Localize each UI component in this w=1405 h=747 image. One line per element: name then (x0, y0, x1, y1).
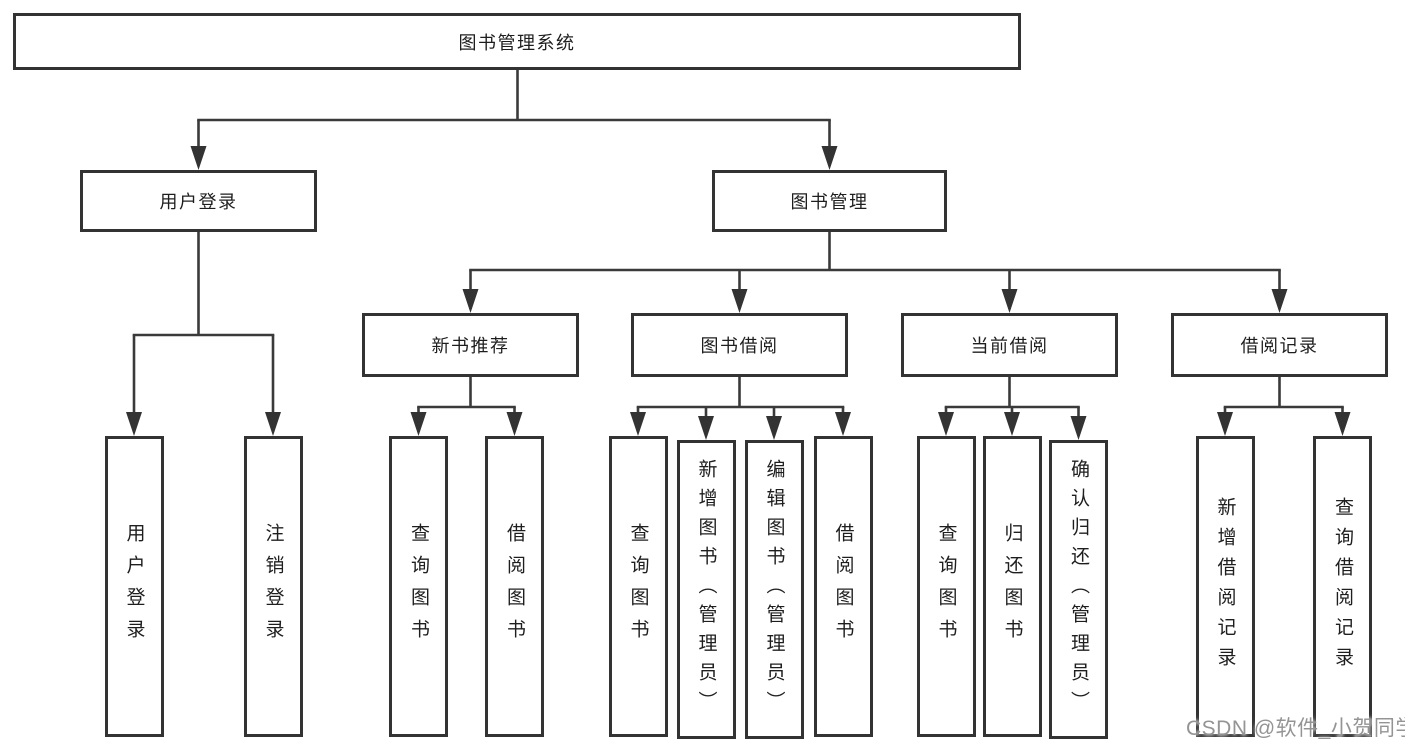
node-label: 用户登录 (159, 192, 238, 212)
node-borrow-books-action: 借阅图书 (813, 436, 873, 737)
node-label: 图书管理 (790, 192, 869, 212)
node-label: 归还图书 (1001, 522, 1023, 651)
node-borrow-books-recommend: 借阅图书 (485, 436, 544, 737)
node-user-login: 用户登录 (80, 170, 317, 232)
node-label: 借阅图书 (832, 522, 854, 651)
node-add-book-admin: 新增图书（管理员） (676, 440, 736, 739)
node-query-books-current: 查询图书 (916, 436, 976, 737)
node-library-management-system: 图书管理系统 (13, 13, 1021, 70)
node-current-borrowing: 当前借阅 (901, 313, 1118, 377)
arrowhead-group (126, 146, 1351, 440)
node-label: 查询图书 (627, 522, 649, 651)
node-label: 新增借阅记录 (1214, 496, 1236, 677)
node-label: 借阅图书 (504, 522, 525, 651)
watermark: CSDN @软件_小贺同学 (1186, 717, 1405, 740)
node-user-login-action: 用户登录 (104, 436, 164, 737)
node-return-books: 归还图书 (982, 436, 1042, 737)
node-label: 查询图书 (408, 522, 429, 651)
node-label: 新增图书（管理员） (695, 459, 717, 720)
node-borrowing-records: 借阅记录 (1171, 313, 1388, 377)
node-label: 查询借阅记录 (1332, 496, 1353, 677)
node-label: 注销登录 (262, 522, 284, 651)
node-query-books-recommend: 查询图书 (389, 436, 448, 737)
node-book-management: 图书管理 (712, 170, 947, 232)
connector-line-group (132, 70, 1344, 436)
node-logout-action: 注销登录 (243, 436, 303, 737)
node-label: 用户登录 (123, 522, 145, 651)
node-query-books-borrowing: 查询图书 (608, 436, 668, 737)
node-label: 查询图书 (935, 522, 957, 651)
node-label: 编辑图书（管理员） (763, 459, 785, 720)
node-new-book-recommendation: 新书推荐 (362, 313, 579, 377)
node-label: 确认归还（管理员） (1068, 459, 1089, 720)
node-add-borrow-record: 新增借阅记录 (1195, 436, 1255, 737)
node-query-borrow-record: 查询借阅记录 (1313, 436, 1372, 737)
node-book-borrowing: 图书借阅 (631, 313, 848, 377)
node-confirm-return-admin: 确认归还（管理员） (1049, 440, 1108, 739)
node-label: 新书推荐 (431, 336, 510, 356)
node-label: 图书管理系统 (458, 32, 576, 53)
node-edit-book-admin: 编辑图书（管理员） (744, 440, 804, 739)
node-label: 图书借阅 (700, 336, 779, 356)
node-label: 借阅记录 (1240, 336, 1319, 356)
node-label: 当前借阅 (970, 336, 1049, 356)
